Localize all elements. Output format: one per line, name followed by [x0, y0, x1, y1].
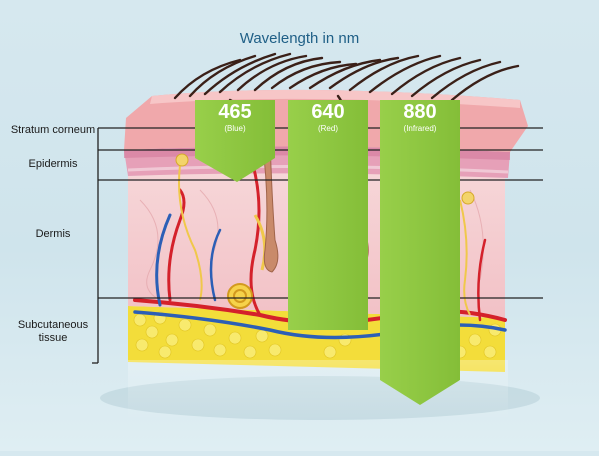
label-dermis: Dermis	[35, 228, 71, 240]
diagram-title: Wavelength in nm	[239, 30, 360, 47]
band-640-name: (Red)	[317, 124, 338, 133]
band-465-name: (Blue)	[224, 124, 246, 133]
band-640-value: 640	[311, 101, 345, 123]
label-stratum-corneum: Stratum corneum	[10, 124, 96, 136]
band-880-value: 880	[403, 101, 437, 123]
band-880-arrow	[380, 100, 460, 405]
band-880-name: (Infrared)	[403, 124, 437, 133]
band-880-text: 880 (Infrared)	[380, 101, 460, 133]
wavelength-bands	[195, 100, 460, 405]
glands-and-nerves	[175, 153, 475, 316]
band-640-arrow	[288, 100, 368, 330]
label-subcutaneous-tissue: Subcutaneous tissue	[17, 319, 89, 344]
band-640-text: 640 (Red)	[288, 101, 368, 133]
band-465-text: 465 (Blue)	[195, 101, 275, 133]
band-465-arrow	[195, 100, 275, 182]
band-465-value: 465	[218, 101, 252, 123]
label-epidermis: Epidermis	[28, 158, 78, 170]
